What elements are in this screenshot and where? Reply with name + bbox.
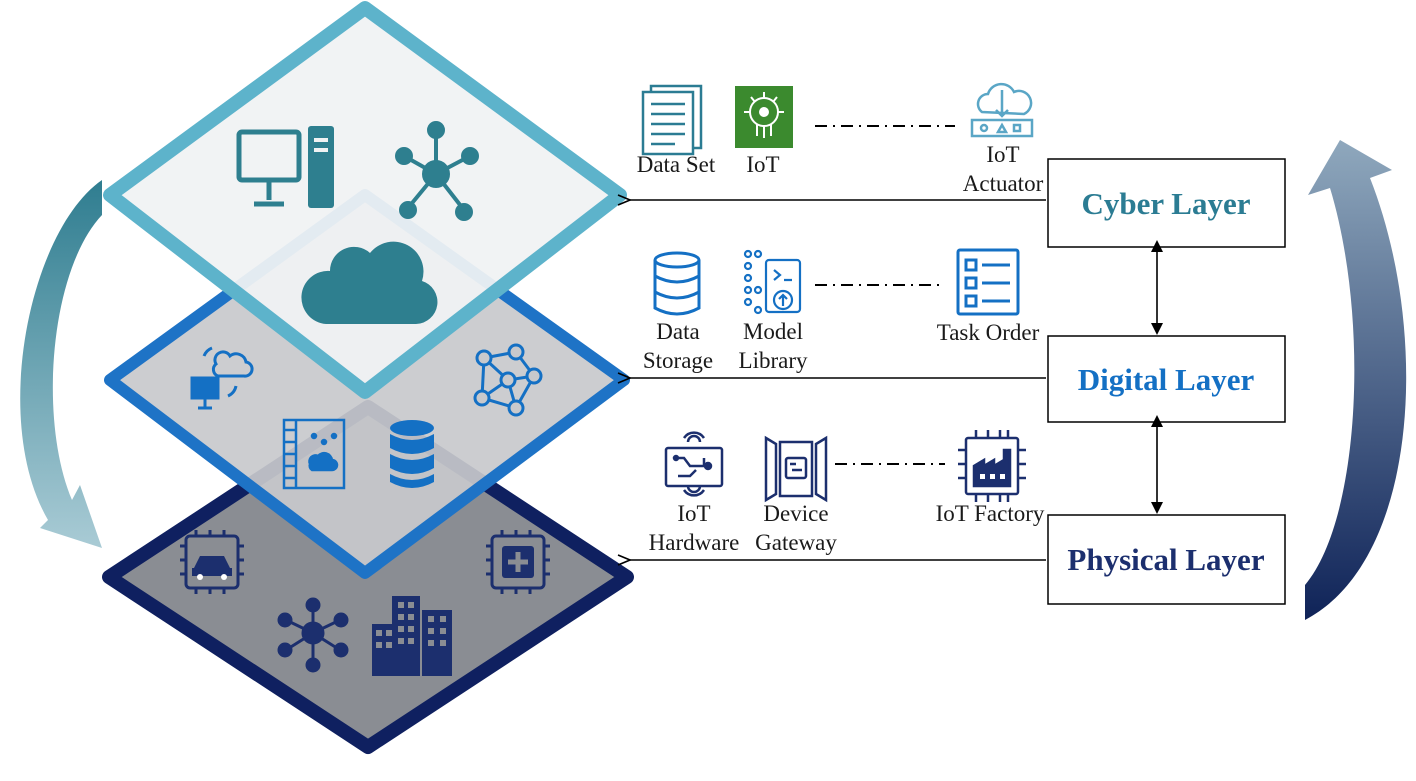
device-gateway-label-line1: Device xyxy=(763,501,828,526)
left-cycle-arrow xyxy=(20,180,102,548)
iot-actuator-label-line2: Actuator xyxy=(963,171,1044,196)
cloud-icon xyxy=(301,241,438,324)
model-board-icon xyxy=(282,418,346,490)
device-gateway-icon xyxy=(764,435,828,503)
data-set-icon xyxy=(641,84,703,156)
city-buildings-icon xyxy=(372,596,452,676)
model-library-icon xyxy=(743,249,802,315)
computer-icon xyxy=(236,126,334,208)
device-gateway-label-line2: Gateway xyxy=(755,530,837,555)
data-storage-label-line1: Data xyxy=(656,319,699,344)
iot-chip-icon xyxy=(735,86,793,148)
database-icon-digital xyxy=(390,420,434,488)
iot-hardware-label-line1: IoT xyxy=(677,501,710,526)
iot-factory-label: IoT Factory xyxy=(936,501,1045,526)
iot-hardware-label-line2: Hardware xyxy=(649,530,740,555)
cyber-layer-diamond xyxy=(103,1,627,399)
task-order-label: Task Order xyxy=(937,320,1040,345)
cyber-layer-title: Cyber Layer xyxy=(1081,186,1250,221)
model-library-label-line1: Model xyxy=(743,319,803,344)
digital-layer-title: Digital Layer xyxy=(1078,362,1255,397)
physical-layer-box: Physical Layer xyxy=(1047,514,1286,605)
physical-layer-title: Physical Layer xyxy=(1067,542,1264,577)
car-chip-icon xyxy=(180,530,244,594)
model-library-label-line2: Library xyxy=(739,348,808,373)
database-icon xyxy=(653,251,701,316)
iot-hardware-icon xyxy=(664,431,724,497)
data-set-label: Data Set xyxy=(637,152,716,177)
user-network-icon xyxy=(277,597,349,673)
task-order-icon xyxy=(956,248,1020,316)
medical-chip-icon xyxy=(486,530,550,594)
iot-factory-icon xyxy=(958,430,1026,502)
data-storage-label-line2: Storage xyxy=(643,348,713,373)
cyber-layer-box: Cyber Layer xyxy=(1047,158,1286,248)
iot-label: IoT xyxy=(746,152,779,177)
right-cycle-arrow xyxy=(1305,140,1407,620)
cloud-sync-icon xyxy=(190,346,254,410)
people-network-icon xyxy=(473,343,543,417)
digital-layer-box: Digital Layer xyxy=(1047,335,1286,423)
hub-network-icon xyxy=(395,121,479,221)
iot-actuator-icon xyxy=(970,82,1034,138)
iot-actuator-label-line1: IoT xyxy=(986,142,1019,167)
